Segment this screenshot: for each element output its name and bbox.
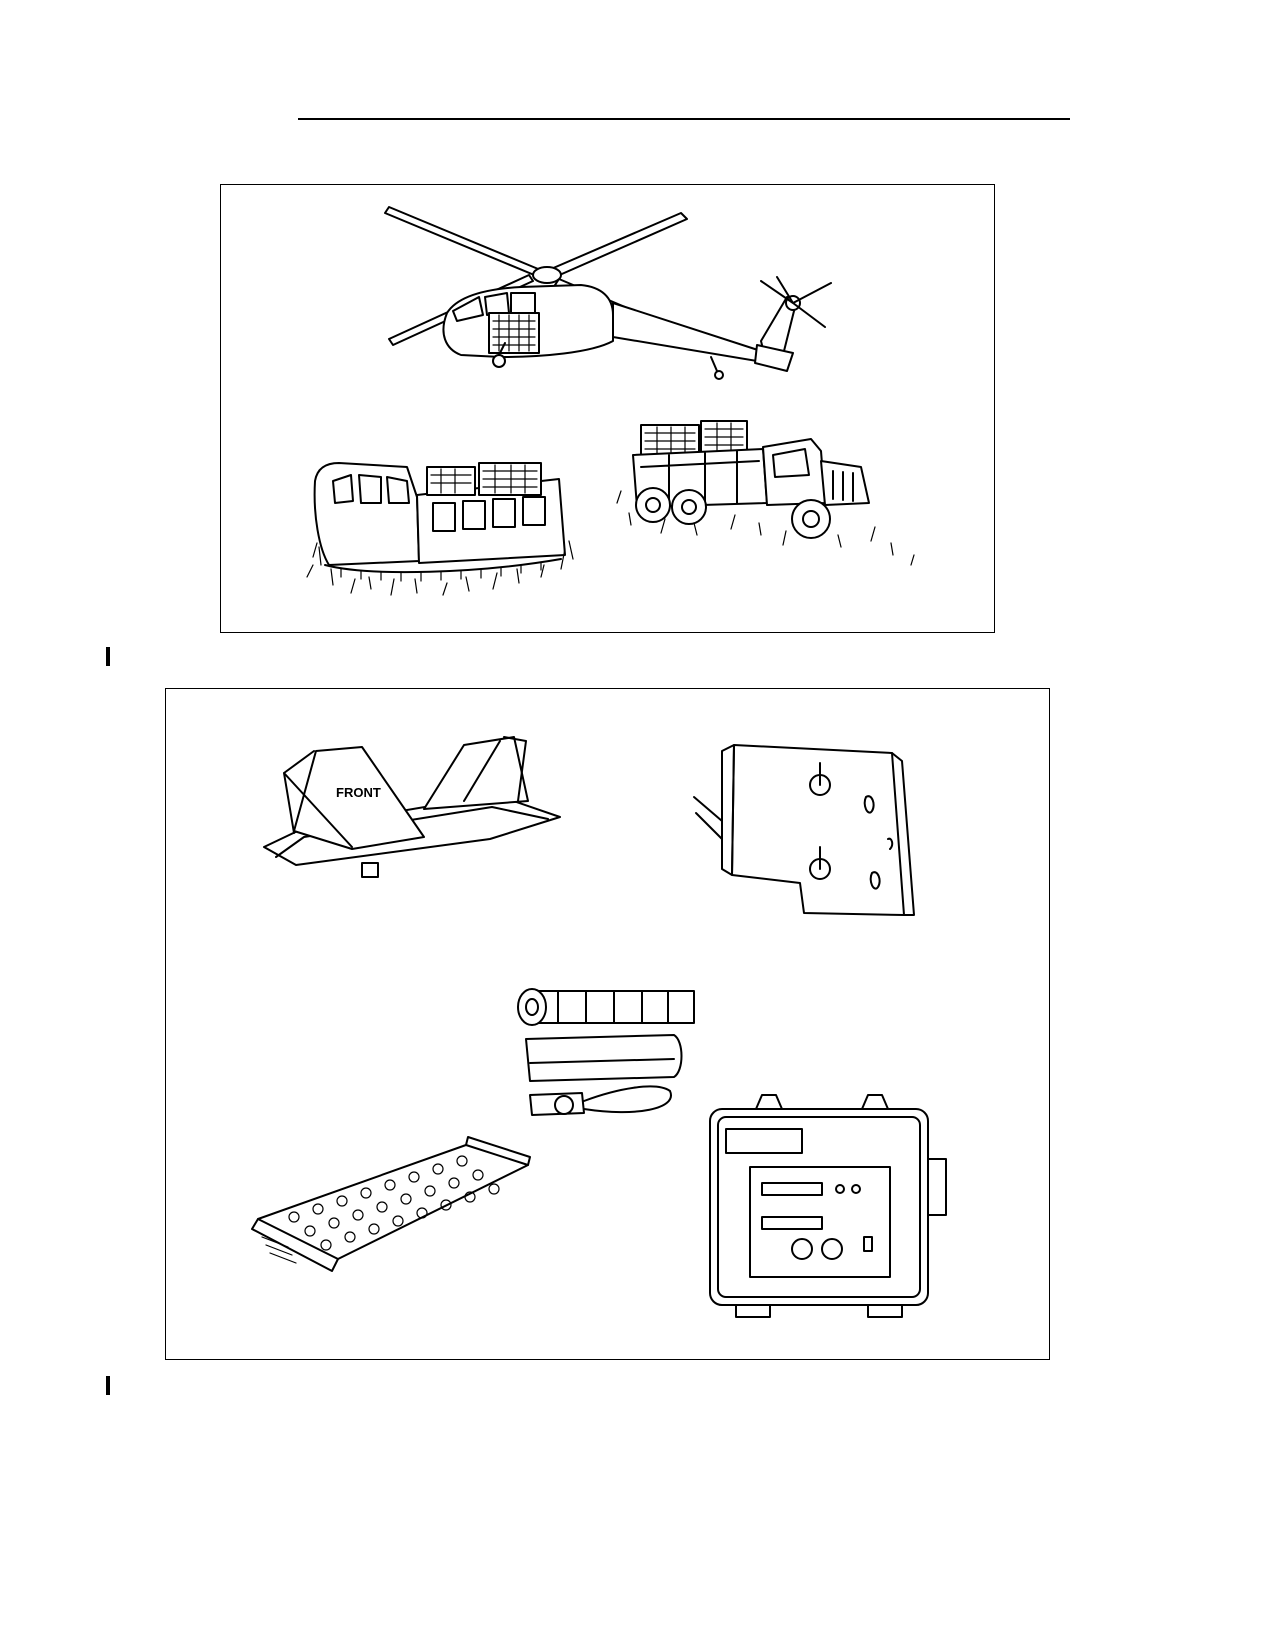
helicopter-drawing	[384, 206, 832, 380]
tracked-carrier-drawing	[306, 462, 574, 596]
cargo-truck-drawing	[616, 420, 915, 566]
launcher-tube-parts-drawing	[517, 988, 695, 1116]
figure-2-canvas: FRONT	[251, 736, 947, 1318]
header-rule	[298, 118, 1070, 120]
change-bar	[106, 1376, 110, 1395]
stencil-label: FRONT	[336, 785, 381, 800]
figure-2-frame: FRONT	[165, 688, 1050, 1360]
mounting-frame-drawing: FRONT	[263, 736, 561, 878]
control-box-drawing	[709, 1094, 947, 1318]
side-panel-drawing	[693, 744, 915, 916]
rack-tray-drawing	[251, 1136, 531, 1272]
figure-1-canvas	[306, 206, 915, 596]
change-bar	[106, 647, 110, 666]
figure-1-frame	[220, 184, 995, 633]
